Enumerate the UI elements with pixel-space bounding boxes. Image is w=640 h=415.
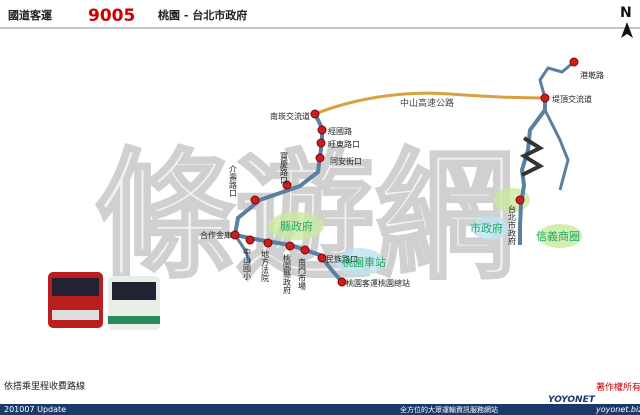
route-name: 桃園 - 台北市政府 [158,8,247,22]
label-wangdong: 旺東路口 [328,139,360,149]
footer-brand: YOYONET [548,395,596,405]
footer-bar [0,404,640,415]
stop-gangqian [569,57,579,67]
label-gangqian: 港墘路 [580,70,604,80]
label-terminal: 桃園客運桃園總站 [346,278,410,288]
road-freeway: 中山高速公路 [400,97,454,109]
stop-neihu [540,93,550,103]
footer-note: 依搭乘里程收費路線 [4,380,85,392]
label-jieshou: 介壽路口 [229,165,238,197]
company-name: 國道客運 [8,8,53,22]
compass-icon: N [620,5,633,38]
label-court: 地方法院 [261,249,270,283]
stop-jieshou [250,195,260,205]
stop-nankan [310,109,320,119]
stop-wangdong [316,138,326,148]
landmark-tp-city: 市政府 [470,221,503,235]
route-line-taipei [518,98,547,245]
route-overpass [519,136,545,177]
landmark-ty-station: 桃園車站 [342,255,386,269]
tp-area-3 [538,224,582,248]
footer-update: 201007 Update [4,405,66,414]
route-line-east [543,109,570,191]
footer-site: yoyonet.biz [595,405,640,414]
stop-hezuo [230,230,240,240]
label-nankan: 南崁交流道 [270,111,310,121]
footer-copyright: 著作權所有 [596,381,640,393]
label-jingguo: 經國路 [328,126,352,136]
label-zhongshan-elem: 中山國小 [243,247,252,281]
stop-city-hall [285,241,295,251]
label-taipei-hall: 台北市政府 [508,204,517,246]
stop-taipei-hall [515,195,525,205]
stop-terminal [337,277,347,287]
label-neihu: 堤頂交流道 [552,94,592,104]
route-branch [233,234,252,263]
stop-minzu [317,253,327,263]
label-market: 南門市場 [298,257,307,291]
label-minzu: 民族路口 [326,254,358,264]
header-bg [0,0,640,28]
tp-area-2 [472,216,508,240]
bus-red-illustration [48,272,103,328]
stop-court [263,238,273,248]
label-city-hall: 桃園縣政府 [283,253,292,295]
label-tongan: 同安街口 [330,156,362,166]
route-line-neihu [538,60,575,99]
compass-label: N [620,5,632,21]
stop-market [300,245,310,255]
bus-green-illustration [108,276,160,330]
county-hall-area [268,212,324,240]
landmark-county-hall: 縣政府 [280,219,313,233]
freeway-line [314,91,546,116]
footer-slogan: 全方位的大眾運輸資訊服務網站 [400,405,498,414]
stop-jingguo [317,125,327,135]
stop-tongan [315,153,325,163]
landmark-xinyi: 信義商圈 [536,229,580,243]
label-baoqing: 寶慶路口 [280,151,289,184]
stop-baoqing [282,180,292,190]
route-number: 9005 [88,6,135,26]
label-hezuo: 合作金庫 [200,230,232,240]
stop-zhongshan-elem [245,235,255,245]
ty-station-area [336,248,384,276]
